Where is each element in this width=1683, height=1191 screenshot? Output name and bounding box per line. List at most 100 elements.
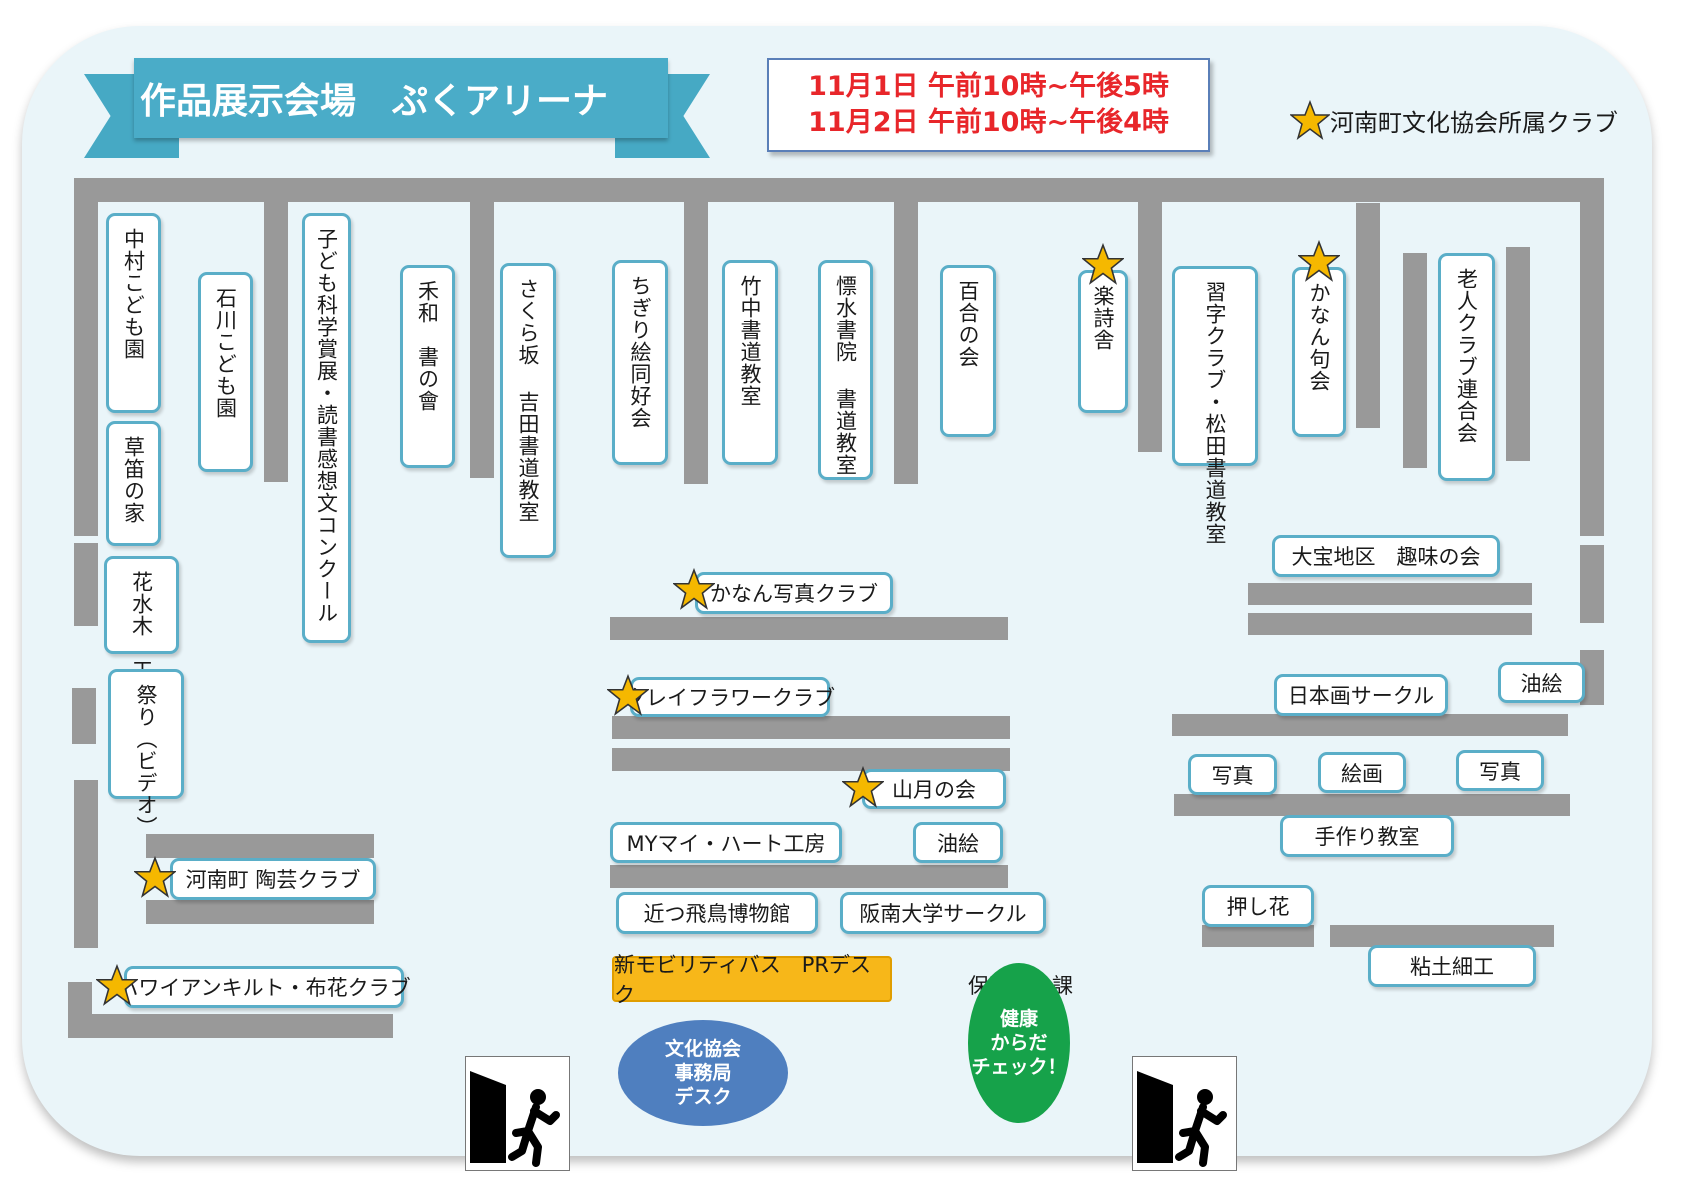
booth-clayflower: クレイフラワークラブ [625, 677, 835, 717]
exit-icon [1132, 1056, 1237, 1171]
booth-hannan-univ: 阪南大学サークル [840, 892, 1046, 934]
booth-hawaiian-quilt: ハワイアンキルト・布花クラブ [117, 966, 411, 1008]
table-right-3 [1172, 714, 1568, 736]
wall-right-1 [1580, 178, 1604, 536]
health-check-line: チェック！ [971, 1056, 1067, 1078]
opening-hours: 11月1日 午前10時~午後5時 11月2日 午前10時~午後4時 [767, 58, 1210, 152]
star-icon [607, 674, 649, 716]
pr-desk: 新モビリティバス PRデスク [612, 953, 892, 1007]
wall-left-3 [72, 688, 96, 744]
table-right-6 [1330, 925, 1554, 947]
wall-bottom-left [68, 1014, 393, 1038]
wall-top [74, 178, 1604, 202]
booth-aburae-right: 油絵 [1498, 662, 1585, 703]
table-right-1 [1248, 583, 1532, 605]
partition-3 [684, 200, 708, 484]
booth-nendo: 粘土細工 [1368, 945, 1536, 987]
booth-label: かなん句会 [1307, 282, 1331, 392]
booth-kodomo-kagaku: 子ども科学賞展・読書感想文コンクール [302, 213, 351, 643]
booth-shuji: 習字クラブ・松田書道教室 [1172, 266, 1258, 545]
partition-6 [1356, 203, 1380, 428]
booth-oshibana: 押し花 [1202, 885, 1314, 927]
booth-kanan-kukai: かなん句会 [1292, 267, 1346, 437]
booth-nakamura: 中村こども園 [106, 213, 161, 413]
table-left-2 [146, 900, 374, 924]
office-desk-line: デスク [674, 1086, 732, 1108]
booth-sakurazaka: さくら坂 吉田書道教室 [500, 263, 556, 558]
partition-8 [1506, 247, 1530, 461]
booth-chikatsu-asuka: 近つ飛鳥博物館 [616, 892, 818, 934]
booth-shashin-1: 写真 [1188, 754, 1277, 795]
partition-4 [894, 200, 918, 484]
booth-kusabue: 草笛の家 [106, 421, 161, 546]
booth-label: 楽詩舎 [1091, 285, 1115, 351]
booth-label: 慓水書院 書道教室 [833, 275, 858, 476]
hours-day1: 11月1日 午前10時~午後5時 [808, 71, 1169, 102]
booth-label: 竹中書道教室 [738, 275, 762, 407]
health-check-line: からだ [990, 1032, 1048, 1054]
wall-right-2 [1580, 545, 1604, 623]
booth-label: 草笛の家 [121, 436, 146, 524]
star-icon [1298, 240, 1340, 282]
table-center-3 [612, 748, 1010, 771]
star-icon [1290, 100, 1330, 140]
wall-left-2 [74, 543, 98, 626]
partition-2 [470, 200, 494, 478]
booth-wawa: 禾和 書の會 [400, 265, 455, 468]
booth-label: 百合の会 [956, 280, 980, 368]
booth-matsuri: 祭り（ビデオ） [108, 669, 184, 838]
booth-hanamizuki: 花水木 工房 [104, 556, 179, 703]
table-left-1 [146, 834, 374, 858]
booth-yuri: 百合の会 [940, 265, 996, 437]
health-check: 健康 からだ チェック！ [968, 963, 1070, 1123]
booth-label: 祭り（ビデオ） [134, 684, 158, 838]
legend: 河南町文化協会所属クラブ [1290, 100, 1618, 140]
table-center-2 [612, 716, 1010, 739]
partition-5 [1138, 200, 1162, 452]
page-title: 作品展示会場 ぷくアリーナ [134, 58, 668, 138]
legend-label: 河南町文化協会所属クラブ [1330, 108, 1618, 137]
booth-my-heart: MYマイ・ハート工房 [610, 822, 842, 863]
booth-nihonga: 日本画サークル [1274, 674, 1448, 716]
booth-tezukuri: 手作り教室 [1280, 815, 1454, 857]
booth-label: 中村こども園 [121, 228, 146, 360]
exit-icon [465, 1056, 570, 1171]
booth-kanan-shashin: かなん写真クラブ [695, 572, 893, 614]
partition-1 [264, 200, 288, 482]
star-icon [134, 856, 176, 898]
table-right-4 [1174, 794, 1570, 816]
booth-rojin-club: 老人クラブ連合会 [1438, 253, 1495, 481]
booth-label: 老人クラブ連合会 [1454, 268, 1479, 444]
table-right-2 [1248, 613, 1532, 635]
booth-label: 花水木 工房 [129, 571, 154, 703]
star-icon [96, 964, 138, 1006]
partition-7 [1403, 253, 1427, 468]
booth-label: ちぎり絵同好会 [628, 275, 652, 429]
booth-label: 禾和 書の會 [415, 280, 440, 412]
office-desk-line: 文化協会 [664, 1038, 741, 1060]
booth-label: 石川こども園 [213, 287, 238, 419]
booth-ishikawa: 石川こども園 [198, 272, 253, 472]
booth-aburae-center: 油絵 [913, 822, 1003, 863]
wall-left-4 [74, 780, 98, 948]
booth-daiho: 大宝地区 趣味の会 [1272, 535, 1500, 577]
office-desk-line: 事務局 [674, 1062, 732, 1084]
booth-keisui: 慓水書院 書道教室 [818, 260, 873, 480]
office-desk: 文化協会 事務局 デスク [618, 1020, 788, 1126]
booth-shashin-2: 写真 [1456, 750, 1544, 791]
star-icon [1082, 243, 1124, 285]
hours-day2: 11月2日 午前10時~午後4時 [808, 107, 1169, 138]
booth-label: 習字クラブ・松田書道教室 [1203, 281, 1227, 545]
booth-sangetsu: 山月の会 [862, 769, 1006, 809]
booth-label: 子ども科学賞展・読書感想文コンクール [314, 228, 339, 624]
star-icon [673, 568, 715, 610]
booth-rakushisha: 楽詩舎 [1078, 270, 1128, 413]
booth-takenaka: 竹中書道教室 [722, 260, 778, 465]
booth-chigiri-e: ちぎり絵同好会 [612, 260, 668, 465]
booth-kaiga: 絵画 [1318, 752, 1406, 793]
wall-left-1 [74, 178, 98, 536]
table-center-1 [610, 617, 1008, 640]
booth-tougei: 河南町 陶芸クラブ [170, 858, 376, 900]
table-center-4 [610, 865, 1008, 888]
booth-label: さくら坂 吉田書道教室 [516, 278, 540, 523]
